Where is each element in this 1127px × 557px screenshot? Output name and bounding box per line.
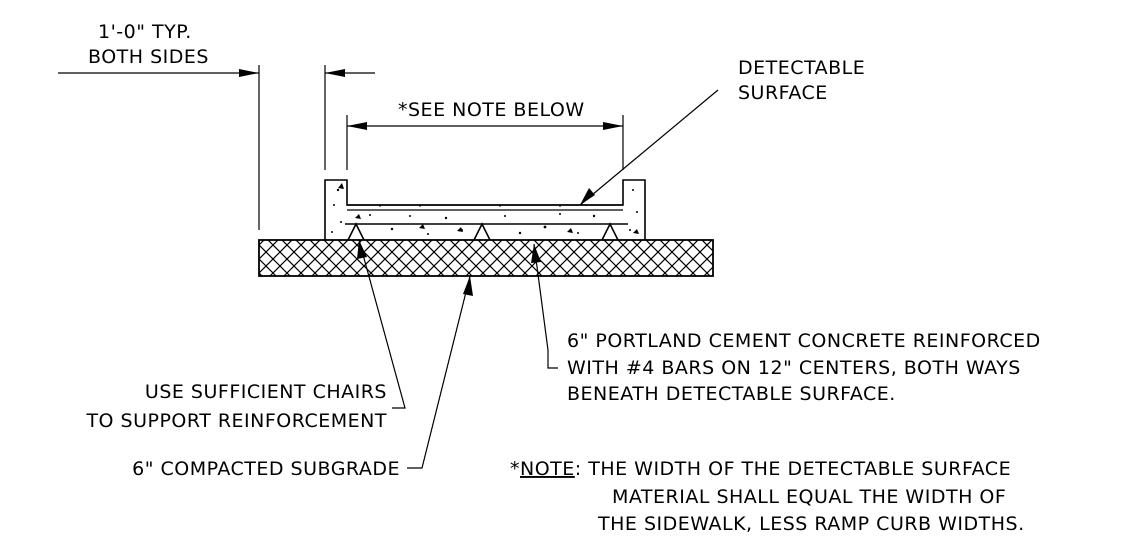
concrete-label-line3: BENEATH DETECTABLE SURFACE. bbox=[567, 383, 896, 405]
chair-left bbox=[347, 222, 365, 241]
chair-right bbox=[601, 222, 619, 241]
chair-middle bbox=[473, 222, 491, 241]
chairs-label-line1: USE SUFFICIENT CHAIRS bbox=[145, 381, 387, 403]
subgrade-arrowhead bbox=[463, 276, 473, 296]
note-word: NOTE bbox=[520, 458, 575, 480]
see-note-arrowhead-left bbox=[347, 122, 367, 130]
subgrade-leader bbox=[407, 275, 471, 469]
concrete-label-line1: 6" PORTLAND CEMENT CONCRETE REINFORCED bbox=[567, 330, 1041, 352]
typ-arrowhead-left bbox=[239, 69, 259, 77]
chairs-label-line2: TO SUPPORT REINFORCEMENT bbox=[85, 410, 387, 432]
concrete-stipple bbox=[331, 183, 639, 235]
compacted-subgrade-hatch bbox=[258, 239, 714, 277]
concrete-arrowhead bbox=[531, 244, 541, 263]
note-line1: *NOTE: THE WIDTH OF THE DETECTABLE SURFA… bbox=[510, 458, 1011, 480]
typ-label-line2: BOTH SIDES bbox=[88, 46, 209, 68]
see-note-label: *SEE NOTE BELOW bbox=[398, 99, 585, 121]
concrete-leader bbox=[533, 243, 558, 369]
detectable-surface-arrowhead bbox=[580, 188, 595, 205]
note-prefix: * bbox=[510, 458, 520, 480]
typ-arrowhead-right bbox=[325, 69, 345, 77]
typ-label-line1: 1'-0" TYP. bbox=[98, 21, 192, 43]
detectable-surface-leader bbox=[579, 89, 719, 206]
note-line2: MATERIAL SHALL EQUAL THE WIDTH OF bbox=[612, 486, 1006, 508]
note-line1-text: : THE WIDTH OF THE DETECTABLE SURFACE bbox=[575, 458, 1011, 480]
chairs-arrowhead bbox=[357, 240, 367, 259]
subgrade-label: 6" COMPACTED SUBGRADE bbox=[132, 458, 400, 480]
see-note-arrowhead-right bbox=[603, 122, 623, 130]
concrete-label-line2: WITH #4 BARS ON 12" CENTERS, BOTH WAYS bbox=[567, 357, 1021, 379]
detectable-label-line1: DETECTABLE bbox=[738, 57, 865, 79]
note-line3: THE SIDEWALK, LESS RAMP CURB WIDTHS. bbox=[597, 513, 1025, 535]
chairs-leader bbox=[358, 239, 406, 409]
detectable-label-line2: SURFACE bbox=[738, 82, 828, 104]
